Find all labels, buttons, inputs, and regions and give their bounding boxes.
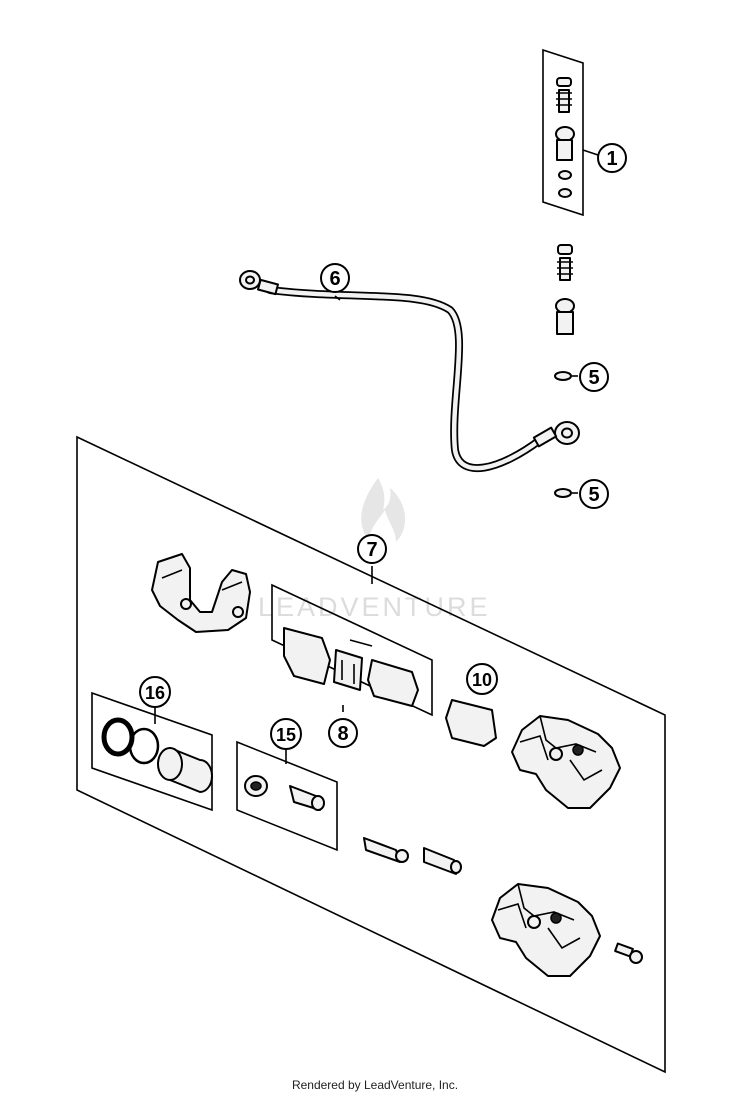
caliper-bolt[interactable] (614, 942, 643, 964)
kit-panel-1 (542, 48, 584, 217)
pad-kit-panel (271, 583, 433, 717)
guide-pins[interactable] (363, 837, 462, 875)
sealing-washer-upper[interactable] (554, 371, 572, 381)
svg-text:7: 7 (366, 539, 377, 561)
svg-text:15: 15 (276, 725, 296, 745)
leader-line-6 (334, 295, 341, 301)
pad-spring[interactable] (333, 649, 363, 691)
callout-10[interactable]: 10 (466, 663, 498, 695)
callout-15[interactable]: 15 (270, 718, 302, 750)
piston-kit-panel (91, 691, 213, 812)
brake-hose[interactable] (239, 270, 580, 473)
svg-text:5: 5 (588, 367, 599, 389)
flame-logo-icon (361, 478, 406, 542)
callout-1[interactable]: 1 (597, 143, 627, 173)
svg-text:10: 10 (472, 670, 492, 690)
callout-16[interactable]: 16 (139, 676, 171, 708)
callout-5-lower[interactable]: 5 (579, 479, 609, 509)
bleeder-kit-panel (236, 740, 338, 852)
svg-text:5: 5 (588, 484, 599, 506)
callout-8[interactable]: 8 (328, 718, 358, 748)
footer-credit: Rendered by LeadVenture, Inc. (291, 1078, 459, 1092)
brake-pads[interactable] (283, 627, 419, 707)
watermark-text: LEADVENTURE (258, 592, 491, 622)
brake-caliper-upper[interactable] (511, 715, 621, 809)
callout-7[interactable]: 7 (357, 534, 387, 564)
banjo-bolt[interactable] (555, 244, 575, 335)
pad-shim[interactable] (445, 699, 497, 747)
svg-text:16: 16 (145, 683, 165, 703)
brake-caliper-lower[interactable] (491, 883, 601, 977)
caliper-bracket[interactable] (151, 553, 251, 633)
callout-6[interactable]: 6 (320, 263, 350, 293)
caliper-kit-panel (76, 435, 666, 1074)
callout-5-upper[interactable]: 5 (579, 362, 609, 392)
svg-text:1: 1 (606, 148, 617, 170)
svg-text:8: 8 (337, 723, 348, 745)
leader-line-1 (582, 149, 599, 156)
bleeder-kit[interactable] (244, 775, 325, 811)
svg-text:6: 6 (329, 268, 340, 290)
piston-seal-kit[interactable] (101, 717, 213, 793)
banjo-bolt-kit[interactable] (542, 48, 584, 217)
sealing-washer-lower[interactable] (554, 488, 572, 498)
